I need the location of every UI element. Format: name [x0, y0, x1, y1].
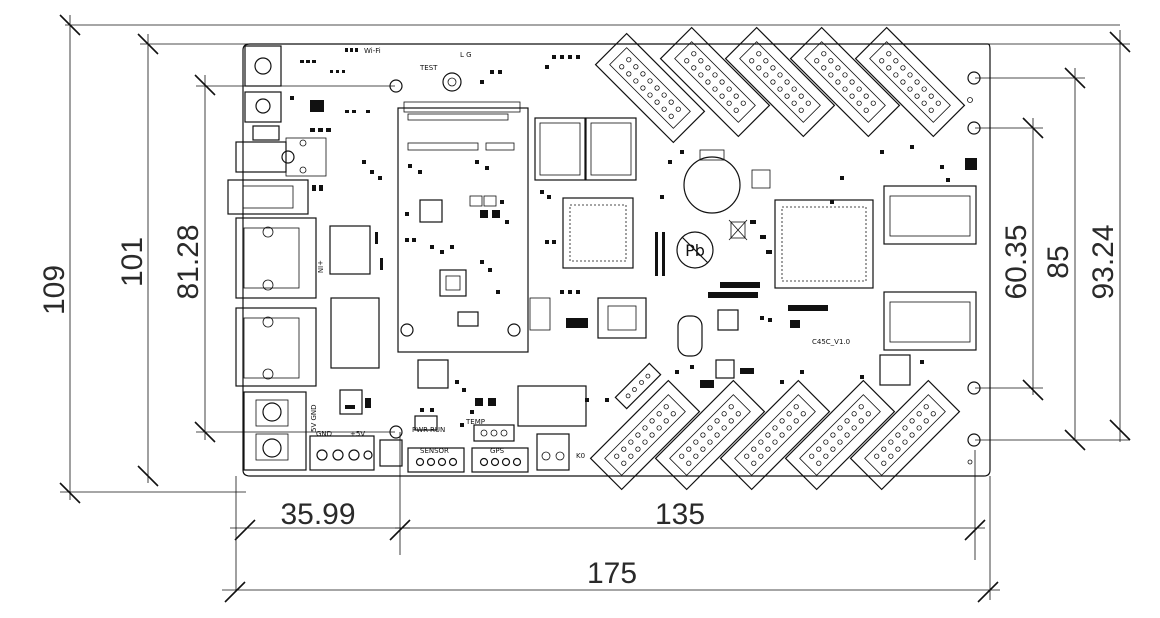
dim-offset-left: 35.99 — [280, 498, 355, 531]
label-model: C45C_V1.0 — [812, 338, 850, 346]
label-plus5v: +5V — [350, 430, 365, 438]
label-wifi: Wi-Fi — [364, 47, 381, 55]
main-ics: Pb — [329, 117, 977, 471]
left-connectors — [227, 45, 327, 471]
dim-hole-span-right-b: 85 — [1042, 245, 1075, 278]
dim-width-total: 175 — [587, 557, 637, 590]
dim-height-total: 109 — [38, 265, 71, 315]
label-lg: L G — [460, 51, 472, 59]
test-potentiometer — [442, 72, 462, 92]
ribbon-headers-bottom — [589, 362, 961, 491]
label-in: +IN — [316, 260, 324, 273]
label-test: TEST — [419, 64, 438, 72]
label-pwr: PWR — [412, 426, 428, 434]
bottom-terminals — [309, 389, 529, 473]
label-gnd: GND — [316, 430, 332, 438]
label-temp: TEMP — [465, 418, 485, 426]
som-module — [397, 101, 529, 353]
label-5v-gnd: 5V GND — [310, 404, 318, 432]
dim-hole-span-right-c: 93.24 — [1087, 224, 1120, 299]
label-gps: GPS — [490, 447, 505, 455]
smd-pads — [290, 48, 977, 427]
pb-free-label: Pb — [685, 241, 705, 260]
label-k0: K0 — [576, 452, 585, 460]
label-sensor: SENSOR — [420, 447, 449, 455]
dim-hole-span-left: 81.28 — [172, 224, 205, 299]
dim-hole-span-right-a: 60.35 — [1000, 224, 1033, 299]
dimension-lines — [59, 14, 1131, 603]
mounting-holes — [389, 71, 981, 465]
dim-width-inner: 135 — [655, 498, 705, 531]
board-outline — [242, 43, 991, 477]
dim-height-board: 101 — [116, 237, 149, 287]
label-run: RUN — [430, 426, 445, 434]
ribbon-headers-top — [594, 26, 966, 144]
silkscreen-labels: Wi-Fi TEST L G +IN 5V GND GND +5V PWR RU… — [310, 47, 850, 460]
